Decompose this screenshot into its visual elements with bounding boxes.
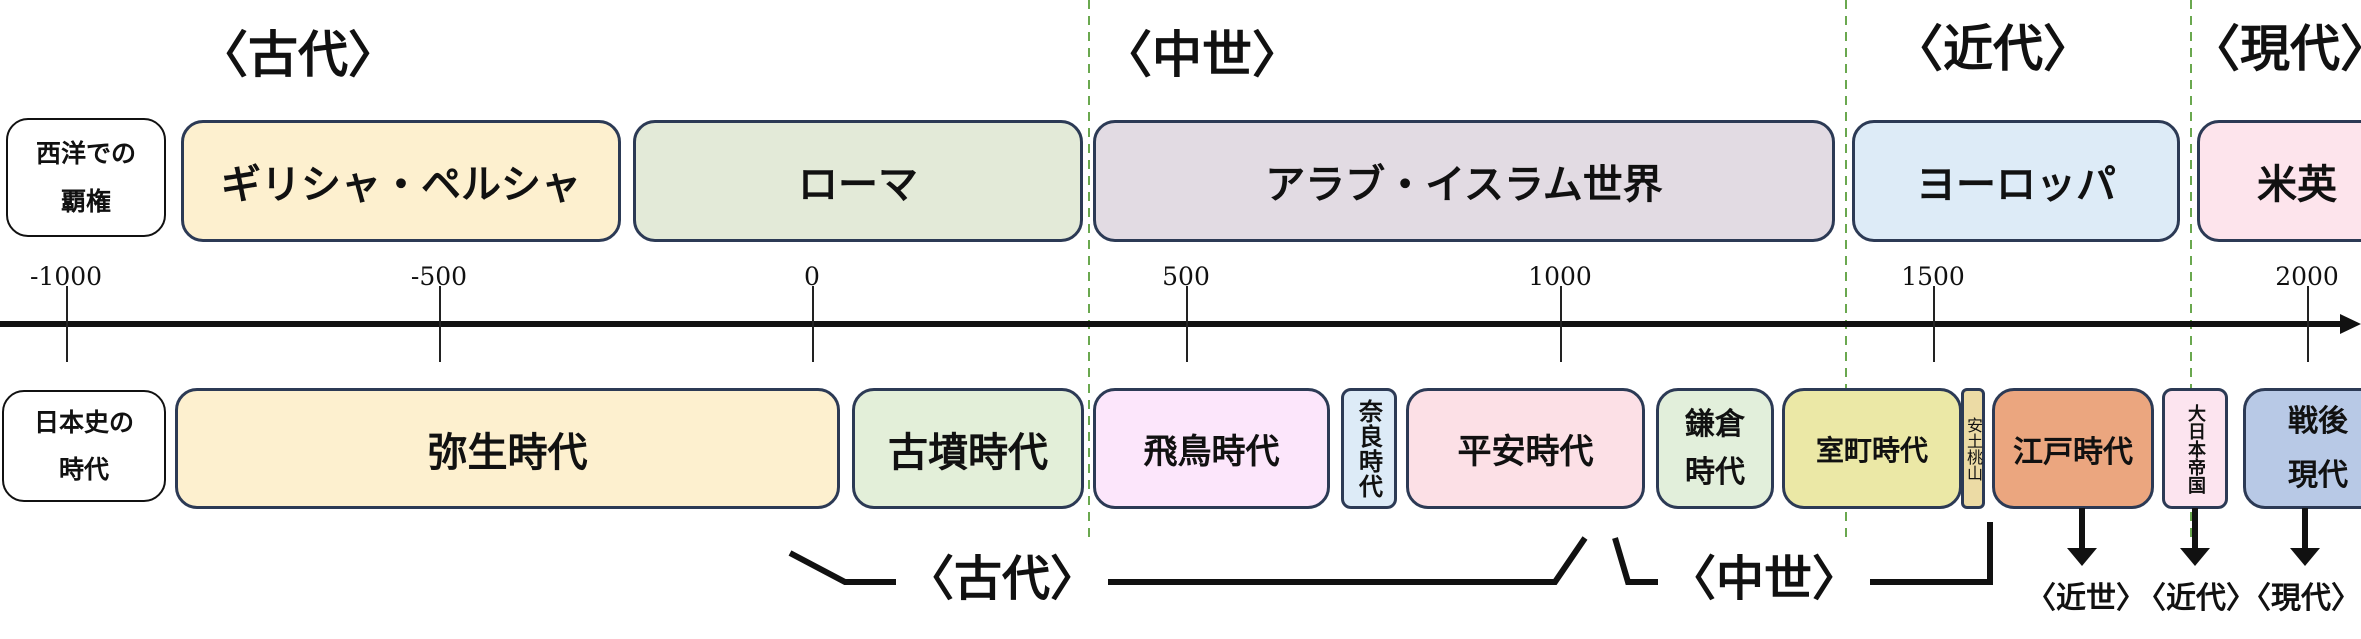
west-power-us-uk: 米英 — [2197, 120, 2361, 242]
period-yayoi: 弥生時代 — [175, 388, 840, 509]
period-kamakura: 鎌倉 時代 — [1656, 388, 1774, 509]
tick-0 — [812, 286, 814, 362]
tick-500 — [1186, 286, 1188, 362]
west-row-label-text: 西洋での 覇権 — [35, 139, 136, 216]
west-era-medieval: 〈中世〉 — [1102, 26, 1302, 84]
tick-label-2000: 2000 — [2275, 262, 2339, 291]
arrow-contemporary-head — [2290, 548, 2320, 566]
tick-label-0: 0 — [804, 262, 820, 291]
period-empire-of-japan-label: 大日本帝国 — [2185, 403, 2206, 494]
tick-minus500 — [439, 286, 441, 362]
west-row-label: 西洋での 覇権 — [6, 118, 166, 237]
west-power-arab-islam: アラブ・イスラム世界 — [1093, 120, 1835, 242]
tick-label-1500: 1500 — [1901, 262, 1965, 291]
period-nara-label: 奈良時代 — [1354, 398, 1383, 499]
japan-era-early-modern: 〈近世〉 — [2026, 581, 2146, 616]
tick-label-minus500: -500 — [410, 262, 468, 291]
period-azuchi-momoyama-label: 安土桃山 — [1964, 416, 1983, 481]
timeline-axis — [0, 314, 2361, 334]
west-power-greece-persia: ギリシャ・ペルシャ — [181, 120, 621, 242]
period-muromachi: 室町時代 — [1782, 388, 1962, 509]
period-kamakura-label: 鎌倉 時代 — [1685, 406, 1745, 490]
period-nara: 奈良時代 — [1341, 388, 1397, 509]
tick-1500 — [1933, 286, 1935, 362]
japan-era-contemporary: 〈現代〉 — [2241, 581, 2361, 616]
tick-1000 — [1560, 286, 1562, 362]
period-heian: 平安時代 — [1406, 388, 1645, 509]
tick-label-minus1000: -1000 — [29, 262, 103, 291]
japan-era-medieval: 〈中世〉 — [1658, 555, 1871, 603]
period-kofun: 古墳時代 — [852, 388, 1084, 509]
bracket-ancient — [788, 536, 1588, 585]
japan-era-ancient: 〈古代〉 — [896, 555, 1109, 603]
tick-label-500: 500 — [1162, 262, 1210, 291]
west-power-europe: ヨーロッパ — [1852, 120, 2180, 242]
period-postwar: 戦後 現代 — [2243, 388, 2361, 509]
period-asuka: 飛鳥時代 — [1093, 388, 1330, 509]
arrow-early-modern-head — [2067, 548, 2097, 566]
tick-2000 — [2307, 286, 2309, 362]
period-edo: 江戸時代 — [1992, 388, 2154, 509]
japan-row-label-text: 日本史の 時代 — [33, 407, 134, 485]
tick-label-1000: 1000 — [1528, 262, 1592, 291]
tick-minus1000 — [66, 286, 68, 362]
timeline-arrowhead — [2340, 314, 2361, 334]
arrow-modern-head — [2180, 548, 2210, 566]
west-era-ancient: 〈古代〉 — [198, 26, 398, 84]
west-era-contemporary: 〈現代〉 — [2190, 20, 2361, 78]
period-azuchi-momoyama: 安土桃山 — [1961, 388, 1985, 509]
period-empire-of-japan: 大日本帝国 — [2162, 388, 2228, 509]
west-power-rome: ローマ — [633, 120, 1083, 242]
japan-row-label: 日本史の 時代 — [2, 390, 166, 502]
period-postwar-label: 戦後 現代 — [2288, 403, 2348, 493]
west-era-modern: 〈近代〉 — [1893, 20, 2093, 78]
japan-era-modern: 〈近代〉 — [2136, 581, 2256, 616]
